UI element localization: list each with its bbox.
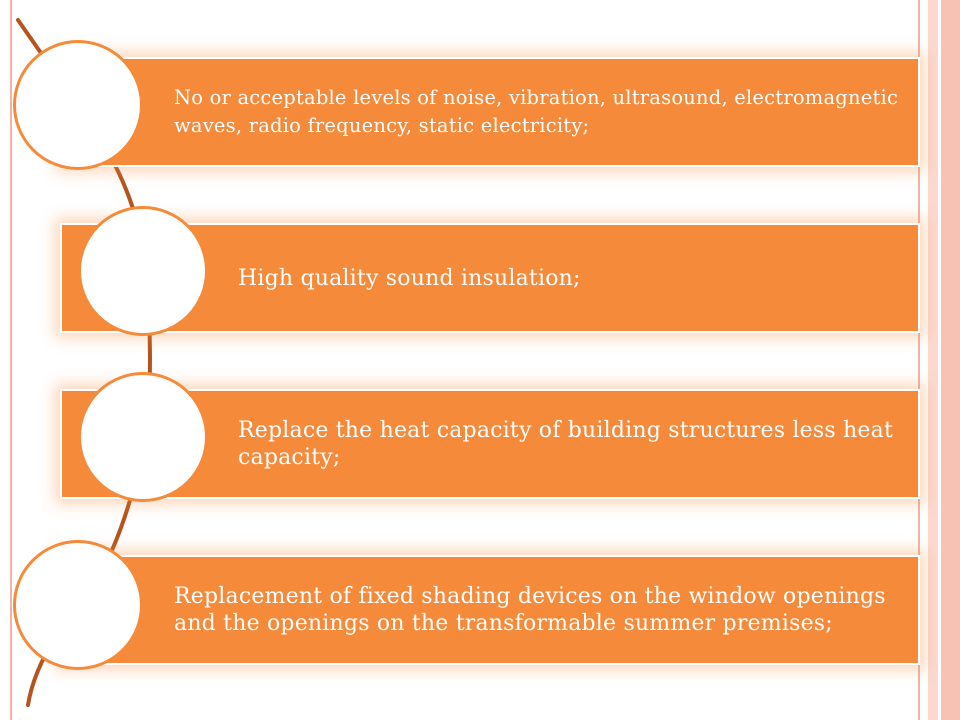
item-text: Replace the heat capacity of building st…: [238, 418, 893, 470]
circle-node: [13, 540, 143, 670]
list-item: Replacement of fixed shading devices on …: [60, 555, 920, 665]
circle-node: [78, 206, 208, 336]
slide-frame-right-line: [918, 0, 920, 720]
slide-frame-left: [10, 0, 12, 720]
item-text: Replacement of fixed shading devices on …: [174, 584, 886, 636]
circle-node: [13, 40, 143, 170]
slide-frame-right-band: [928, 0, 960, 720]
circle-node: [78, 372, 208, 502]
item-text: High quality sound insulation;: [238, 265, 581, 291]
item-text: No or acceptable levels of noise, vibrat…: [174, 86, 899, 137]
list-item: No or acceptable levels of noise, vibrat…: [60, 57, 920, 167]
